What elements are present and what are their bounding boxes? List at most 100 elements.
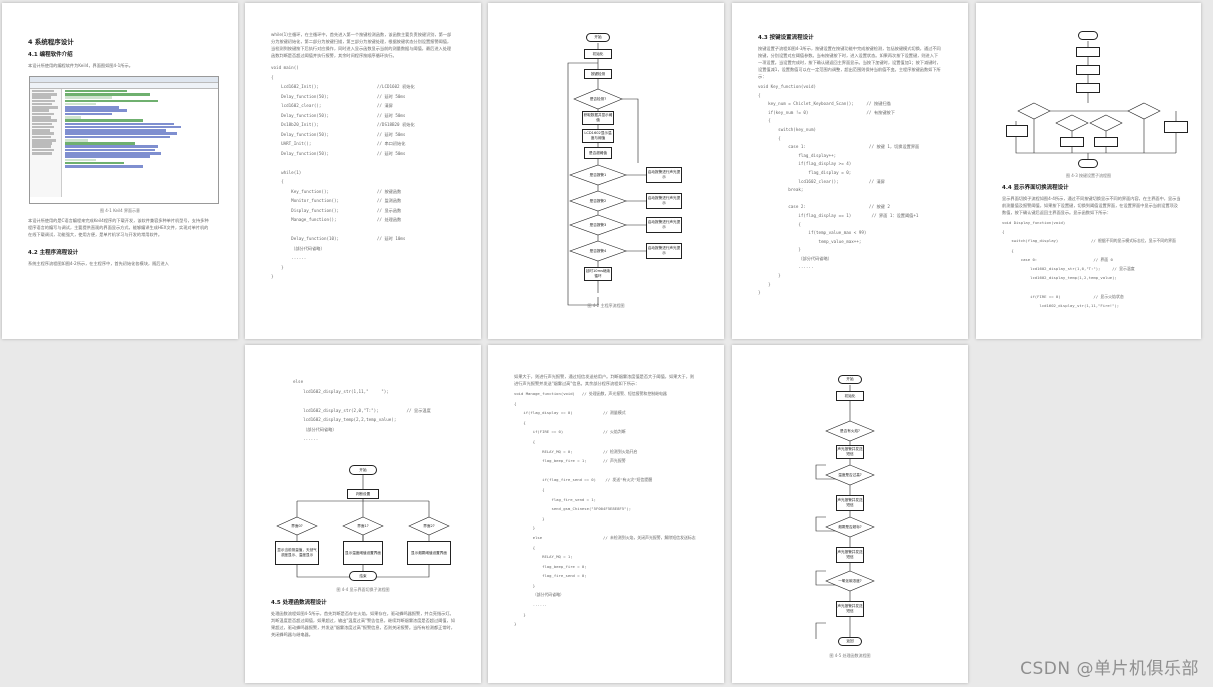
paragraph: 本设计所使用的编程软件为Keil4，界面图如图4-1所示。: [28, 63, 133, 68]
code-line: {: [514, 438, 536, 444]
main-flowchart: [567, 43, 646, 306]
code-line: {: [514, 419, 526, 425]
code-line: Display_function(); // 显示函数: [271, 207, 402, 213]
code-line: }: [271, 274, 274, 279]
code-line: if(flag_display == 0) // 测量模式: [514, 410, 626, 416]
fc-decision-label: 界面0?: [291, 523, 303, 528]
code-line: if(FIRE == 0) // 火焰判断: [514, 429, 626, 435]
fc-decision-label: 是否检测?: [589, 96, 607, 101]
fc-init: 初始化: [584, 49, 612, 59]
code-line: case 0: // 界面 0: [1002, 256, 1113, 262]
code-line: [271, 158, 455, 168]
fc-decision-label: 一氧化碳浓度?: [838, 578, 862, 583]
code-line: switch(flag_display) // 根据不同的显示模式标志位，显示不…: [1002, 238, 1176, 244]
paragraph: 按键设置子流程如图4-3所示，按键设置在按键功能中完成按键检测，包括按键模式切换…: [758, 46, 941, 79]
code-editor: [63, 89, 218, 197]
fc-decision-label: 是否报警2: [589, 198, 607, 203]
code-line: （部分代码省略）: [758, 255, 832, 261]
code-line: }: [758, 273, 781, 279]
document-page-2[interactable]: while(1)主循环，在主循环中，首先进入第一个按键检测函数，该函数主要负责按…: [245, 3, 481, 339]
fc-start: [1078, 31, 1098, 40]
code-line: {: [758, 92, 761, 98]
fc-lcd-display: LCD1602显示温度与阈值: [582, 129, 614, 143]
code-line: Lcd1602_Init(); //LCD1602 初始化: [271, 84, 415, 89]
code-line: flag_fire_send = 0;: [514, 573, 587, 579]
code-line: {: [514, 400, 517, 406]
fc-alarm-box: 声光报警并发送短信: [836, 601, 864, 617]
document-page-1[interactable]: 4 系统程序设计 4.1 编程软件介绍 本设计所使用的编程软件为Keil4，界面…: [2, 3, 238, 339]
code-line: case 2: // 按键 2: [758, 204, 890, 210]
code-line: lcd1602_display_str(2,0,"T:"); // 显示温度: [293, 407, 431, 413]
fc-alarm-box: 启动报警进行声光提示: [646, 193, 682, 209]
fc-init: 初始化: [836, 391, 864, 401]
code-line: ......: [514, 602, 547, 608]
code-line: （部分代码省略）: [271, 245, 325, 251]
code-line: [271, 225, 455, 235]
code-line: ......: [758, 264, 814, 270]
fc-decision-label: 界面1?: [357, 523, 369, 528]
fc-box: [1060, 137, 1084, 147]
document-page-3[interactable]: 开始 初始化 按键检测 是否检测? 获取数据并显示阈值 LCD1602显示温度与…: [488, 3, 724, 339]
paragraph: while(1)主循环，在主循环中，首先进入第一个按键检测函数，该函数主要负责按…: [271, 32, 452, 58]
fc-box: [1076, 83, 1100, 93]
code-line: Delay_function(50); // 延时 50ms: [271, 150, 406, 156]
project-tree: [30, 89, 62, 197]
fc-decision-label: 温度是否过高?: [838, 472, 862, 477]
fc-key-check: 按键检测: [584, 69, 612, 79]
section-heading: 4.5 处理函数流程设计: [271, 600, 327, 606]
code-line: Delay_function(50); // 延时 50ms: [271, 131, 406, 137]
fc-box: [1076, 65, 1100, 75]
fc-decision-label: 是否报警3: [589, 222, 607, 227]
section-heading: 4.3 按键设置流程设计: [758, 35, 814, 41]
code-line: ......: [271, 255, 307, 260]
code-line: flag_beep_fire = 0;: [514, 563, 587, 569]
section-heading: 4.4 显示界面切换流程设计: [1002, 185, 1069, 191]
figure-caption: 图 4-1 Keil4 界面示意: [100, 208, 140, 213]
fc-box: [1164, 121, 1188, 133]
code-line: send_gsm_Chinese("5F004F5E8E8F5");: [514, 506, 632, 512]
code-line: }: [271, 264, 284, 270]
code-line: switch(key_num): [758, 126, 816, 132]
fc-threshold: 是否超阈值: [584, 147, 612, 159]
fc-box: [1094, 137, 1118, 147]
fc-decision-label: 是否报警1: [589, 172, 607, 177]
code-line: {: [1002, 247, 1014, 253]
document-page-7[interactable]: 如果大于，则进行声光报警，通过短信发送给用户。判断烟雾浓度值是否大于阈值，如果大…: [488, 345, 724, 683]
fc-start: 开始: [838, 375, 862, 384]
code-line: flag_display = 0;: [758, 169, 852, 175]
code-line: {: [758, 135, 781, 141]
code-line: case 1: // 按键 1，切换设置界面: [758, 144, 920, 150]
code-line: [1002, 282, 1181, 291]
code-line: if(flag_display >= 4): [758, 161, 852, 167]
document-page-4[interactable]: 4.3 按键设置流程设计 按键设置子流程如图4-3所示，按键设置在按键功能中完成…: [732, 3, 968, 339]
section-heading: 4.1 编程软件介绍: [28, 52, 73, 58]
document-page-5[interactable]: 图 4-3 按键设置子流程图 4.4 显示界面切换流程设计 显示界面切换子流程如…: [976, 3, 1201, 339]
csdn-watermark: CSDN @单片机俱乐部: [1020, 659, 1199, 679]
code-line: {: [271, 74, 274, 80]
code-line: if(flag_fire_send == 0) // 发送"有火灾"短信提醒: [514, 477, 653, 483]
fc-box: [1006, 125, 1028, 137]
fc-alarm-box: 启动报警进行声光提示: [646, 243, 682, 259]
code-line: lcd1602_display_temp(2,2,temp_value);: [293, 417, 397, 422]
code-line: Delay_function(10); // 延时 10ms: [271, 236, 406, 241]
code-line: if(key_num != 0) // 有按键按下: [758, 109, 895, 115]
chapter-title: 4 系统程序设计: [28, 38, 74, 46]
code-line: Delay_function(50); // 延时 50ms: [271, 93, 406, 99]
fc-box: [1076, 47, 1100, 57]
code-line: }: [514, 515, 545, 521]
fc-alarm-box: 声光报警并发送短信: [836, 547, 864, 563]
fc-alarm-box: 声光报警并发送短信: [836, 495, 864, 511]
code-line: temp_value_max++;: [758, 238, 862, 244]
fc-start: 开始: [349, 465, 377, 475]
document-page-6[interactable]: else lcd1602_display_str(1,11," "); lcd1…: [245, 345, 481, 683]
code-line: {: [758, 118, 771, 124]
code-line: lcd1602_display_str(1,11," ");: [293, 388, 389, 394]
code-block: void Display_function(void){ switch(flag…: [1002, 218, 1181, 310]
document-page-8[interactable]: 开始 初始化 是否有火焰? 声光报警并发送短信 温度是否过高? 声光报警并发送短…: [732, 345, 968, 683]
code-line: if(FIRE == 0) // 显示火焰状态: [1002, 293, 1124, 299]
code-line: Manage_function(); // 处理函数: [271, 217, 402, 222]
fc-decision-label: 是否报警4: [589, 248, 607, 253]
code-line: {: [271, 179, 284, 184]
paragraph: 系统主程序流程图如图4-2所示，在主程序中，首先初始化各模块，随后进入: [28, 261, 169, 266]
code-block: void Key_function(void){ key_num = Chicl…: [758, 83, 942, 298]
